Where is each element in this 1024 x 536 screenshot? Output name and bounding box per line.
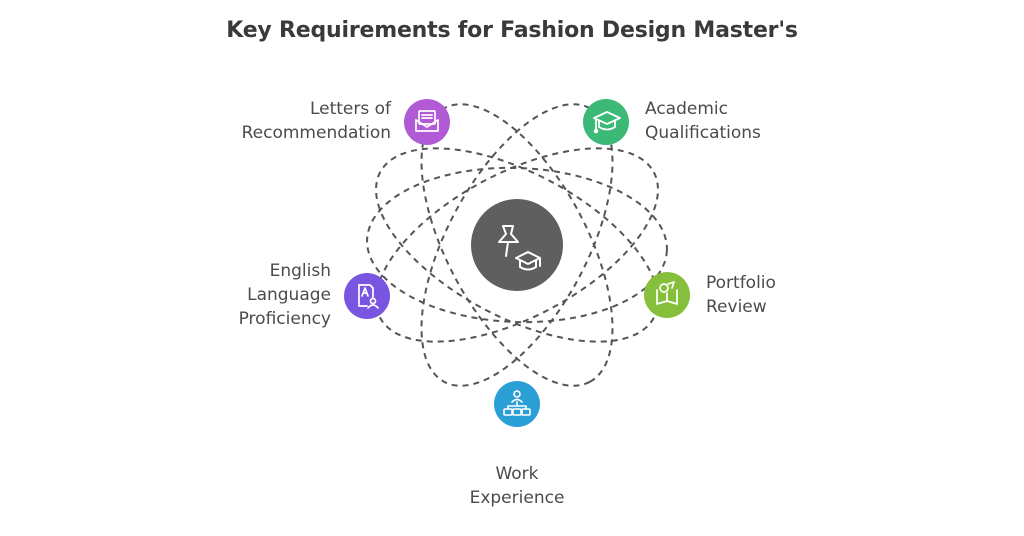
node-letters-of-recommendation [404, 99, 450, 145]
language-badge-icon [358, 284, 379, 309]
orbit-tilted-left [375, 147, 659, 343]
node-work-experience [494, 381, 540, 427]
portfolio-book-icon [656, 281, 678, 305]
graduation-cap-icon [593, 111, 621, 134]
graduation-cap-icon [515, 251, 541, 271]
node-portfolio-review [644, 272, 690, 318]
label-english-language-proficiency: English Language Proficiency [238, 261, 331, 329]
node-english-language-proficiency [344, 273, 390, 319]
label-academic-qualifications: Academic Qualifications [645, 99, 761, 143]
push-pin-icon [498, 225, 519, 257]
orbit-horizontal [366, 166, 668, 324]
label-letters-of-recommendation: Letters of Recommendation [241, 99, 391, 143]
team-network-icon [503, 390, 531, 416]
label-work-experience: Work Experience [469, 464, 565, 508]
center-node [471, 199, 563, 291]
envelope-letter-icon [415, 110, 439, 132]
label-portfolio-review: Portfolio Review [706, 273, 776, 317]
page-title: Key Requirements for Fashion Design Mast… [226, 18, 798, 43]
orbit-tilted-right [375, 147, 659, 343]
node-academic-qualifications [583, 99, 629, 145]
